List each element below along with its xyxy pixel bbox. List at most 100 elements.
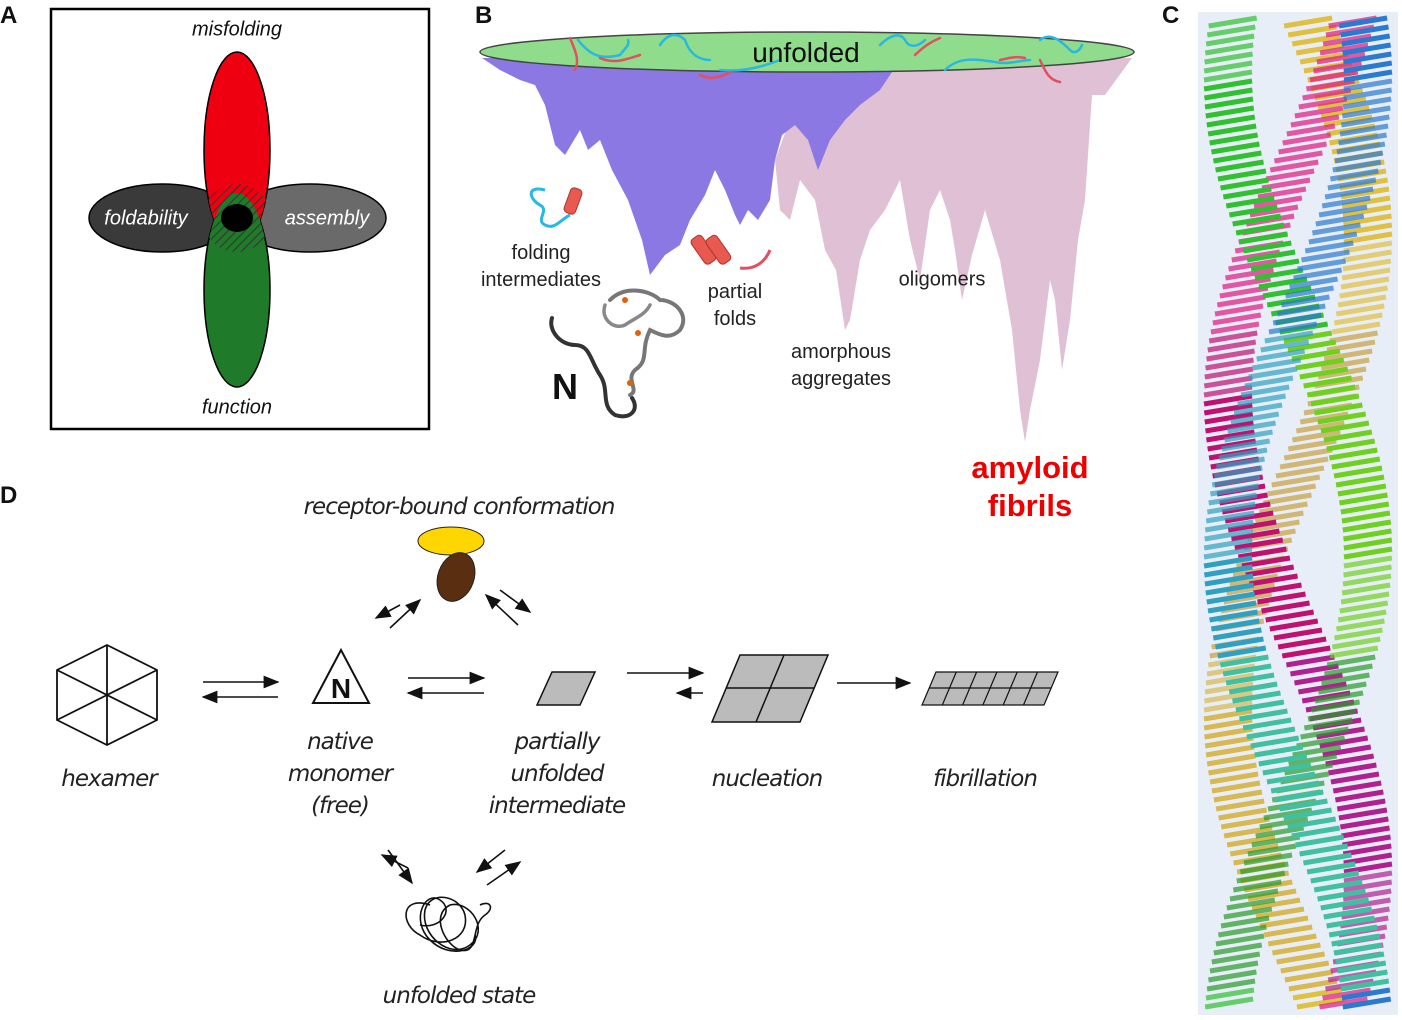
beta-strand — [1258, 276, 1308, 290]
beta-strand — [1215, 636, 1264, 650]
beta-strand — [1340, 591, 1390, 605]
beta-strand — [1298, 96, 1348, 110]
beta-strand — [1275, 465, 1325, 479]
beta-strand — [1223, 591, 1273, 605]
beta-strand — [1342, 834, 1391, 848]
beta-strand — [1337, 960, 1387, 974]
beta-strand — [1254, 267, 1304, 281]
beta-strand — [1292, 987, 1342, 1001]
beta-strand — [1235, 222, 1285, 236]
unfolded-surface — [479, 31, 1135, 73]
panel-label-d: D — [0, 482, 18, 509]
beta-strand — [1228, 681, 1278, 695]
beta-strand — [1291, 825, 1341, 839]
beta-strand — [1205, 33, 1255, 47]
beta-strand — [1203, 717, 1253, 731]
beta-strand — [1216, 294, 1266, 308]
beta-strand — [1326, 339, 1376, 353]
beta-strand — [1311, 222, 1361, 236]
beta-strand — [1341, 33, 1391, 47]
beta-strand — [1218, 807, 1268, 821]
native-n-symbol: N — [330, 673, 352, 704]
beta-strand — [1343, 555, 1393, 569]
beta-strand — [1204, 366, 1254, 380]
beta-strand — [1342, 204, 1392, 218]
beta-strand — [1214, 303, 1264, 317]
beta-strand — [1265, 168, 1315, 182]
beta-strand — [1204, 42, 1254, 56]
beta-strand — [1317, 681, 1367, 695]
label-nucleation: nucleation — [711, 766, 823, 792]
beta-strand — [1342, 843, 1392, 857]
beta-strand — [1268, 321, 1318, 335]
beta-strand — [1269, 618, 1319, 632]
beta-strand — [1331, 321, 1381, 335]
beta-strand — [1301, 249, 1350, 263]
beta-strand — [1287, 816, 1337, 830]
beta-strand — [1203, 78, 1253, 92]
beta-strand — [1299, 366, 1349, 380]
label-assembly: assembly — [284, 207, 370, 230]
beta-strand — [1307, 708, 1357, 722]
beta-strand — [1207, 969, 1257, 983]
beta-strand — [1287, 438, 1337, 452]
beta-strand — [1222, 186, 1272, 200]
beta-strand — [1343, 564, 1392, 578]
beta-strand — [1225, 672, 1275, 686]
beta-strand — [1209, 771, 1259, 785]
fibril-grid-line — [982, 671, 998, 706]
beta-strand — [1341, 105, 1391, 119]
beta-strand — [1246, 249, 1296, 263]
beta-strand — [1227, 420, 1276, 434]
beta-strand — [1284, 969, 1334, 983]
beta-strand — [1331, 456, 1381, 470]
beta-strand — [1205, 510, 1255, 524]
beta-strand — [1203, 546, 1253, 560]
partial-folds-cartoon — [690, 234, 772, 270]
beta-strand — [1331, 933, 1381, 947]
beta-strand — [1290, 663, 1339, 677]
beta-strand — [1210, 321, 1260, 335]
fibril-grid-line — [962, 671, 978, 706]
beta-strand — [1208, 15, 1258, 29]
beta-strand — [1206, 24, 1256, 38]
beta-strand — [1203, 69, 1253, 83]
beta-strand — [1247, 888, 1297, 902]
beta-strand — [1234, 537, 1284, 551]
beta-strand — [1239, 861, 1289, 875]
beta-strand — [1208, 762, 1257, 776]
beta-strand — [1247, 843, 1297, 857]
beta-strand — [1203, 87, 1253, 101]
beta-strand — [1313, 402, 1363, 416]
beta-strand — [1204, 996, 1254, 1010]
beta-strand — [1309, 69, 1359, 83]
beta-strand — [1306, 384, 1356, 398]
beta-strand — [1217, 645, 1267, 659]
beta-strand — [1206, 663, 1256, 677]
beta-strand — [1205, 672, 1255, 686]
beta-strand — [1216, 456, 1265, 470]
beta-strand — [1203, 375, 1253, 389]
beta-strand — [1317, 888, 1366, 902]
beta-strand — [1271, 474, 1321, 488]
beta-strand — [1203, 393, 1253, 407]
receptor-yellow-domain — [417, 526, 485, 556]
beta-strand — [1323, 114, 1373, 128]
beta-strand — [1308, 231, 1358, 245]
beta-strand — [1225, 195, 1275, 209]
beta-strand — [1324, 186, 1374, 200]
beta-strand — [1253, 195, 1303, 209]
panel-c-fibril — [1198, 12, 1398, 1015]
beta-strand — [1222, 663, 1272, 677]
beta-strand — [1235, 699, 1285, 713]
beta-strand — [1210, 618, 1260, 632]
label-native-n: N — [552, 366, 578, 407]
beta-strand — [1319, 996, 1368, 1010]
beta-strand — [1236, 870, 1286, 884]
beta-strand — [1239, 231, 1289, 245]
beta-strand — [1340, 114, 1390, 128]
label-misfolding: misfolding — [191, 18, 283, 41]
beta-strand — [1203, 384, 1253, 398]
beta-strand — [1318, 204, 1368, 218]
beta-strand — [1232, 690, 1281, 704]
